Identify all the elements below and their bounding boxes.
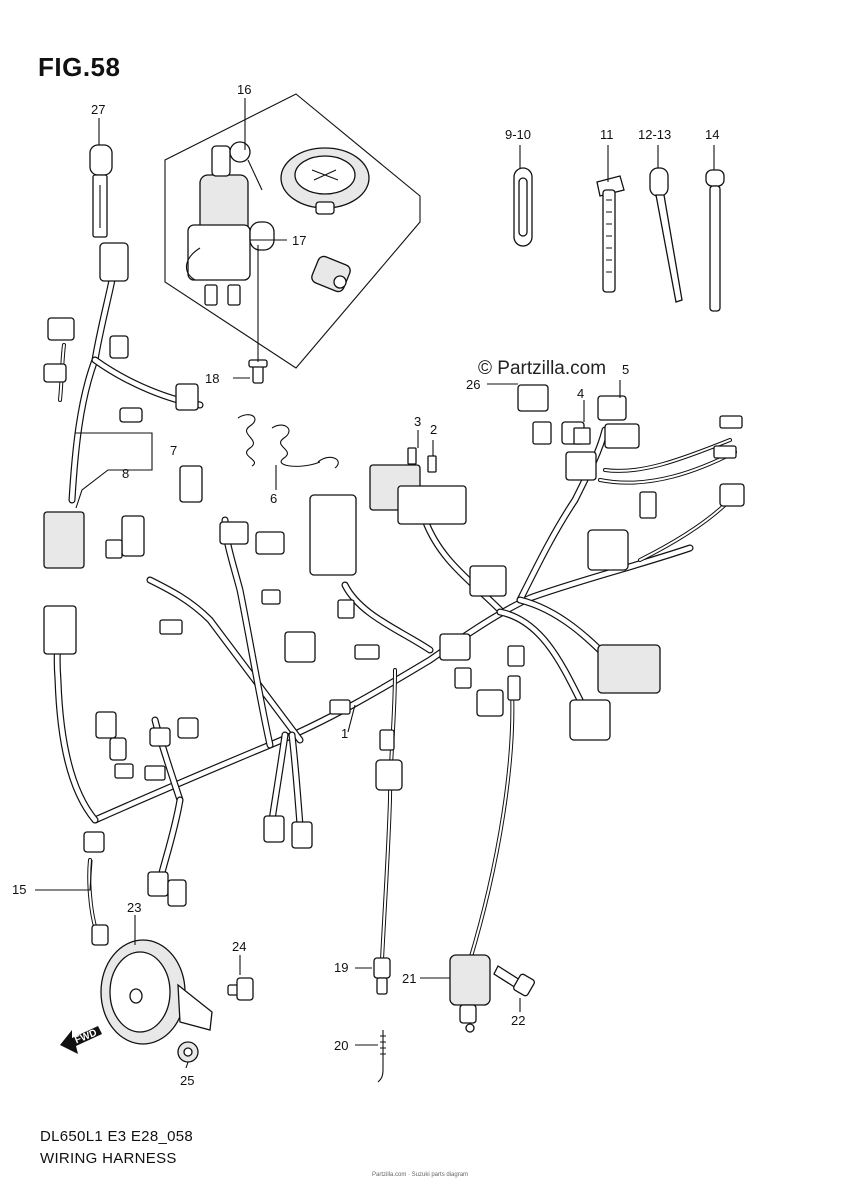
sensor-20 [377,1030,386,1083]
callout-14: 14 [705,127,719,142]
callout-20: 20 [334,1038,348,1053]
model-code: DL650L1 E3 E28_058 [40,1128,194,1145]
connectors [43,242,745,946]
callout-8: 8 [122,466,129,481]
callout-7: 7 [170,443,177,458]
bolt-24 [227,977,254,1001]
cable-tie-14 [705,169,725,312]
callout-22: 22 [511,1013,525,1028]
callout-15: 15 [12,882,26,897]
cable-tie-11 [596,175,625,293]
ignition-switch [186,174,275,306]
callout-16: 16 [237,82,251,97]
main-harness [53,276,694,884]
callout-12-13: 12-13 [638,127,671,142]
callout-19: 19 [334,960,348,975]
callout-26: 26 [466,377,480,392]
callout-18: 18 [205,371,219,386]
seat-lock-cylinder [311,255,351,293]
ignition-kit-outline [164,93,421,369]
callout-6: 6 [270,491,277,506]
callout-5: 5 [622,362,629,377]
sensor-19 [373,957,391,995]
key-blank [89,144,113,238]
ignition-key [211,141,263,191]
watermark: © Partzilla.com [478,358,607,379]
clamp-9-10 [513,167,533,247]
clamp-12-13 [649,167,683,303]
section-name: WIRING HARNESS [40,1150,177,1167]
forward-arrow-label: FWD [73,1028,98,1047]
callout-3: 3 [414,414,421,429]
horn [100,939,213,1045]
bolt-22 [493,965,535,997]
figure-title: FIG.58 [38,52,121,82]
sensor-21 [449,954,491,1033]
leader-lines [35,98,715,1069]
callout-17: 17 [292,233,306,248]
callout-2: 2 [430,422,437,437]
screw-18 [248,359,268,384]
callout-4: 4 [577,386,584,401]
spring-set [237,414,339,469]
footer-note: Partzilla.com · Suzuki parts diagram [372,1172,469,1178]
forward-arrow-icon: FWD [60,1026,102,1054]
callout-21: 21 [402,971,416,986]
callout-23: 23 [127,900,141,915]
callout-25: 25 [180,1073,194,1088]
callout-numbers: 1 2 3 4 5 6 7 8 9-10 11 12-13 14 15 16 1… [12,82,719,1088]
fuel-cap [280,147,370,215]
nut-25 [177,1041,199,1063]
callout-27: 27 [91,102,105,117]
callout-11: 11 [600,127,614,142]
callout-9-10: 9-10 [505,127,531,142]
callout-24: 24 [232,939,246,954]
callout-1: 1 [341,726,348,741]
